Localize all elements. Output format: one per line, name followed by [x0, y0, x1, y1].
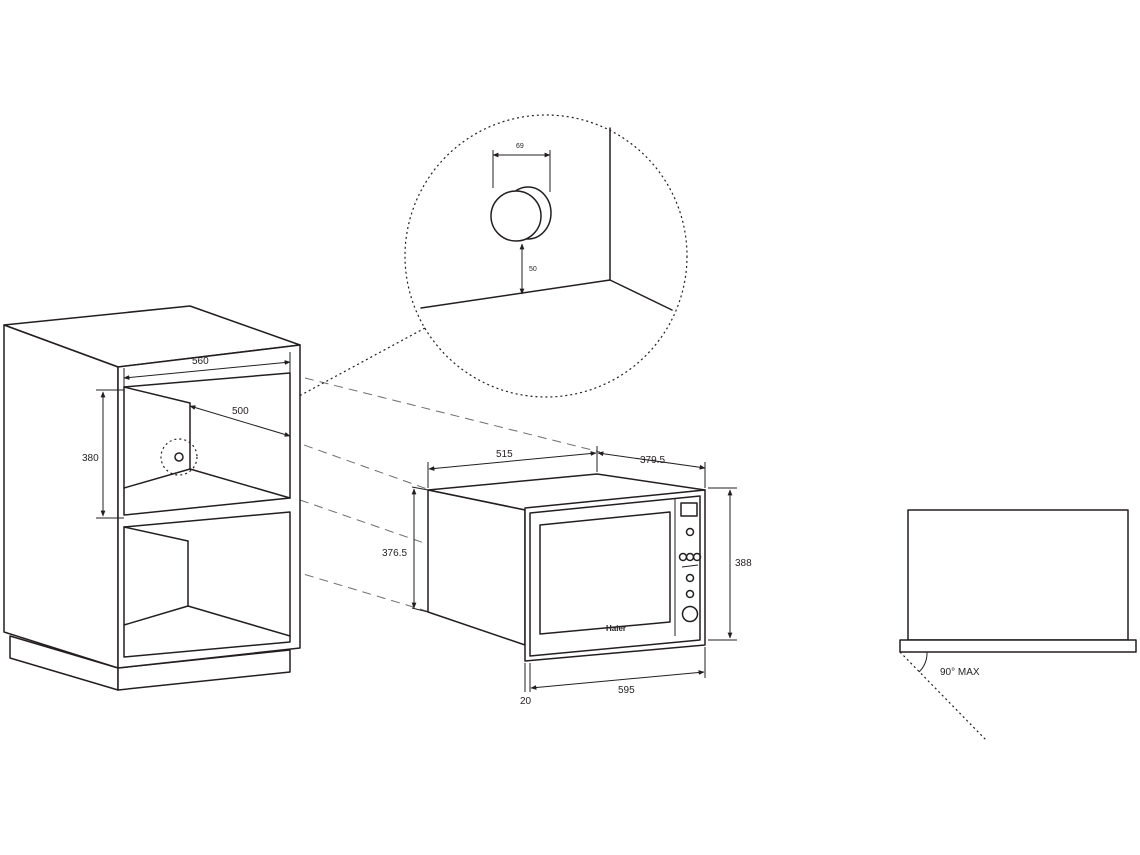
oven-body-height-label: 376.5	[382, 548, 407, 559]
door-opening-view: 90° MAX	[899, 509, 1137, 741]
socket-icon	[490, 190, 542, 242]
hole-diameter-label: 69	[516, 143, 524, 150]
detail-zoom-circle	[404, 114, 688, 398]
cabinet-depth-label: 500	[232, 406, 249, 417]
built-in-oven: Haier	[427, 473, 706, 662]
cabinet-width-label: 560	[192, 356, 209, 367]
socket-marker	[174, 452, 184, 462]
oven-dimensions: 515 379.5 376.5 388 595 20	[382, 446, 752, 707]
control-knob	[681, 605, 699, 623]
open-door-panel	[899, 639, 1137, 653]
control-button	[685, 527, 695, 537]
oven-frame-label: 20	[520, 696, 532, 707]
control-button	[692, 552, 702, 562]
cabinet-dimensions: 560 500 380	[82, 352, 291, 519]
hole-height-label: 50	[529, 266, 537, 273]
display-panel	[680, 502, 698, 517]
control-button	[685, 589, 695, 599]
oven-brand-logo: Haier	[606, 624, 626, 633]
door-angle-label: 90° MAX	[940, 667, 980, 678]
cabinet	[3, 305, 301, 691]
control-button	[685, 573, 695, 583]
socket-detail: 69 50	[404, 114, 688, 398]
oven-front-width-label: 595	[618, 685, 635, 696]
oven-depth-label: 515	[496, 449, 513, 460]
oven-front-height-label: 388	[735, 558, 752, 569]
oven-side-label: 379.5	[640, 455, 665, 466]
projection-lines	[189, 327, 601, 613]
cabinet-height-label: 380	[82, 453, 99, 464]
socket-detail-circle	[160, 438, 198, 476]
oven-side-profile	[907, 509, 1129, 641]
